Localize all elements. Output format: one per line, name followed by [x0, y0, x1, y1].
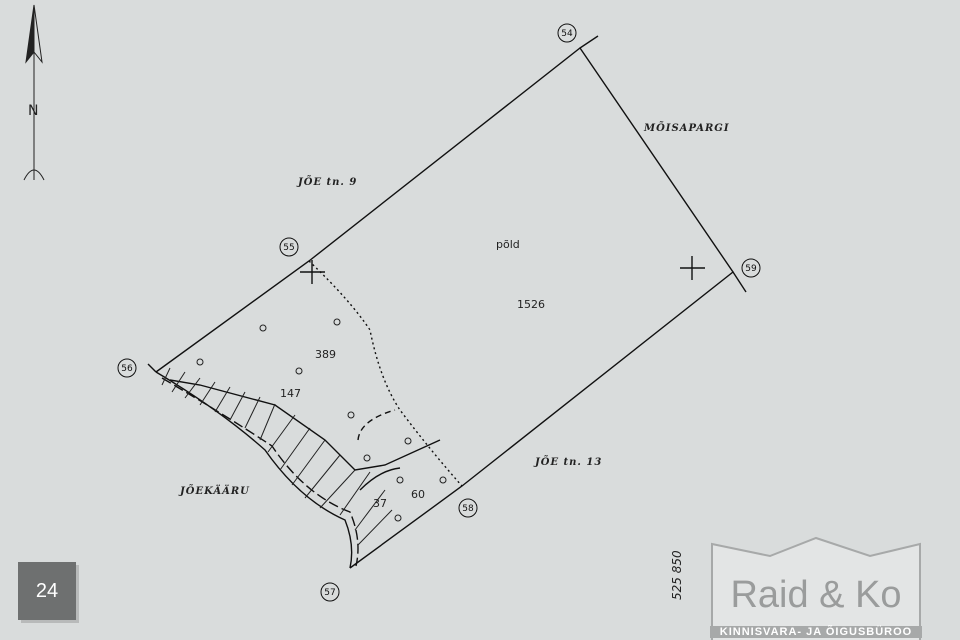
- parcel-area-c: 37: [373, 497, 387, 510]
- point-58: 58: [462, 504, 474, 514]
- north-label: N: [28, 103, 38, 119]
- point-57: 57: [324, 588, 335, 598]
- watermark-logo: Raid & Ko KINNISVARA- JA ÕIGUSBÜROO: [710, 536, 922, 640]
- parcel-area-d: 60: [411, 488, 425, 501]
- street-joekaaru: JÕEKÄÄRU: [178, 484, 250, 497]
- slope-hatching: [161, 367, 393, 546]
- watermark-title: Raid & Ko: [730, 574, 902, 616]
- point-55: 55: [283, 243, 294, 253]
- street-joe-9: JÕE tn. 9: [296, 176, 357, 188]
- parcel-name: põld: [496, 238, 520, 251]
- tree-markers: [196, 318, 447, 522]
- survey-points: [117, 23, 761, 602]
- page-badge: 24: [18, 562, 76, 620]
- parcel-area-main: 1526: [517, 298, 545, 311]
- street-moisapargi: MÕISAPARGI: [643, 122, 730, 134]
- watermark-crown-icon: [711, 536, 921, 640]
- point-54: 54: [561, 29, 573, 39]
- point-59: 59: [745, 264, 757, 274]
- point-56: 56: [121, 364, 133, 374]
- parcel-boundary: [147, 35, 747, 569]
- parcel-area-b: 147: [280, 387, 301, 400]
- north-arrow-icon: [23, 4, 45, 181]
- street-joe-13: JÕE tn. 13: [533, 456, 602, 468]
- coordinate-label: 525 850: [670, 550, 684, 600]
- parcel-area-a: 389: [315, 348, 336, 361]
- watermark-subtitle: KINNISVARA- JA ÕIGUSBÜROO: [710, 626, 922, 638]
